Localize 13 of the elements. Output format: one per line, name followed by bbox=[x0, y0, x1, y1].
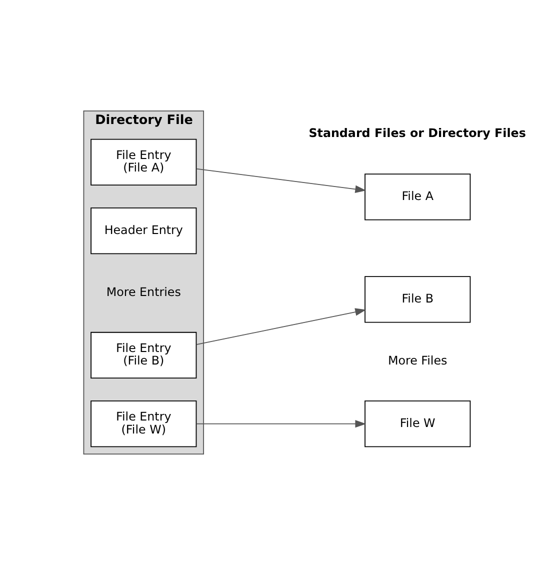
arrow bbox=[196, 168, 366, 193]
node-box: File Entry (File B) bbox=[90, 332, 197, 379]
node-box: File W bbox=[364, 400, 471, 448]
node-box: File Entry (File W) bbox=[90, 400, 197, 448]
arrow bbox=[196, 420, 366, 428]
node-box: File B bbox=[364, 276, 471, 323]
label: More Files bbox=[388, 354, 448, 368]
label: More Entries bbox=[106, 285, 181, 300]
node-box: File Entry (File A) bbox=[90, 138, 197, 186]
node-box: Header Entry bbox=[90, 207, 197, 254]
node-box: File A bbox=[364, 174, 471, 220]
arrow bbox=[196, 308, 366, 346]
label: Standard Files or Directory Files bbox=[308, 126, 526, 140]
